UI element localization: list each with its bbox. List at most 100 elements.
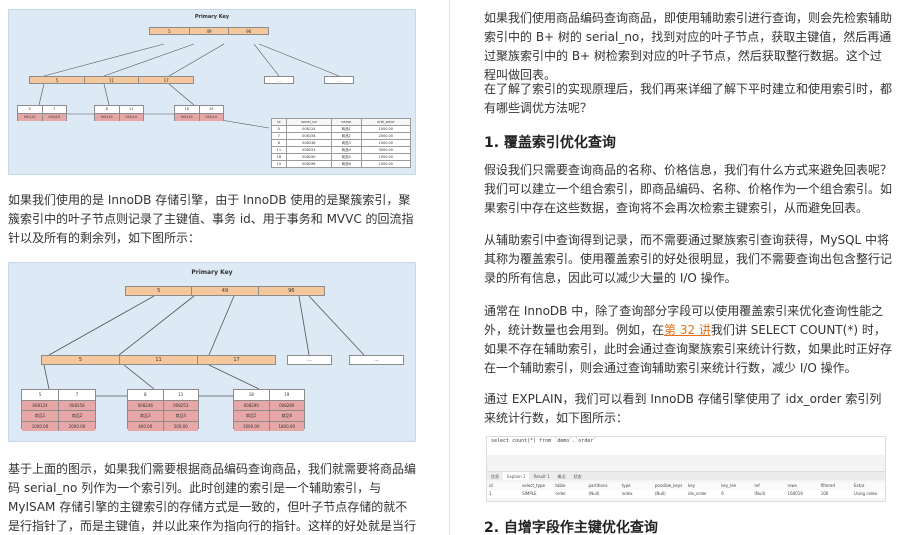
tab-overview[interactable]: 概况 — [557, 474, 566, 479]
right-paragraph-1: 如果我们使用商品编码查询商品，即使用辅助索引进行查询，则会先检索辅助索引中的 B… — [484, 11, 893, 82]
fig2-root-node: 5 49 96 — [125, 286, 325, 296]
explain-screenshot: select count(*) from `demo`.`order` 信息 E… — [486, 436, 886, 502]
leaf-code: 008158 — [58, 400, 95, 410]
tab-info[interactable]: 信息 — [491, 474, 499, 479]
leaf-name: 商品4 — [162, 411, 198, 421]
fig1-root-key: 5 — [168, 28, 171, 34]
leaf-key: 19 — [198, 106, 224, 113]
leaf-code: 00Q1S — [18, 114, 42, 121]
explain-cell: index — [621, 491, 633, 496]
explain-cell: order — [555, 491, 567, 496]
leaf-key: 18 — [248, 392, 254, 397]
table-cell: 商品5 — [330, 153, 362, 161]
tab-result[interactable]: Result 1 — [533, 474, 550, 479]
table-header: name — [330, 118, 362, 126]
table-cell: 008290 — [285, 153, 332, 161]
fig1-l2-ellipsis: ... — [337, 77, 341, 83]
tab-status[interactable]: 状态 — [573, 474, 582, 479]
leaf-code: 008246 — [128, 400, 163, 410]
fig1-l2-key: 17 — [138, 77, 193, 83]
leaf-name: 商品1 — [22, 411, 58, 421]
section-heading-1: 1. 覆盖索引优化查询 — [484, 135, 616, 151]
fig2-root-key: 96 — [257, 287, 324, 295]
leaf-name: 商品3 — [128, 411, 163, 421]
paragraph-5-text-b: 我们讲 SELECT COUNT(*) 时，如果不存在辅助索引，此时会通过查询聚… — [484, 323, 893, 375]
table-cell: 7 — [271, 132, 287, 140]
explain-cell: (Null) — [654, 491, 666, 496]
table-cell: 3000.00 — [360, 146, 412, 154]
explain-header: Extra — [853, 483, 865, 488]
fig2-level2-empty-node: ... — [349, 355, 404, 365]
column-divider — [449, 0, 450, 535]
table-header: serial_no — [285, 118, 332, 126]
explain-header: rows — [787, 483, 797, 488]
table-cell: 11 — [271, 146, 287, 154]
table-header-row: id serial_no name unit_price — [271, 118, 412, 126]
fig2-l2-ellipsis: ... — [374, 357, 379, 363]
leaf-key: 5 — [28, 107, 31, 111]
table-cell: 商品2 — [330, 132, 362, 140]
leaf-code: 008290 — [234, 400, 269, 410]
result-tabs: 信息 Explain 1 Result 1 概况 状态 — [487, 471, 885, 480]
table-cell: 商品1 — [330, 125, 362, 133]
table-cell: 8 — [271, 139, 287, 147]
leaf-key: 7 — [58, 390, 95, 400]
leaf-code: 00Q1S — [198, 114, 223, 121]
fig1-root-key: 49 — [188, 28, 229, 34]
leaf-key: 19 — [268, 390, 305, 400]
explain-header: filtered — [820, 483, 835, 488]
table-cell: 5 — [271, 125, 287, 133]
explain-cell: 160019 — [787, 491, 803, 496]
explain-cell: SIMPLE — [522, 491, 537, 496]
right-paragraph-2: 在了解了索引的实现原理后，我们再来详细了解下平时建立和使用索引时，都有哪些调优方… — [484, 82, 893, 115]
leaf-key: 11 — [162, 390, 199, 400]
table-header: id — [271, 118, 287, 126]
fig1-root-key: 96 — [228, 28, 268, 34]
leaf-key: 8 — [143, 392, 147, 397]
table-cell: 1000.00 — [360, 160, 412, 168]
fig2-root-key: 5 — [157, 288, 161, 294]
explain-header: key — [688, 483, 696, 488]
leaf-key: 18 — [184, 107, 189, 111]
table-cell: 18 — [271, 153, 287, 161]
leaf-code: 008124 — [22, 400, 58, 410]
right-paragraph-6: 通过 EXPLAIN，我们可以看到 InnoDB 存储引擎使用了 idx_ord… — [484, 392, 882, 425]
explain-cell: 100 — [820, 491, 829, 496]
fig1-level2-node: 5 11 17 — [29, 76, 194, 84]
leaf-key: 8 — [105, 107, 108, 111]
fig1-l2-key: 11 — [83, 77, 139, 83]
table-cell: 1000.00 — [360, 153, 412, 161]
leaf-code: 00Q1S — [118, 114, 143, 121]
explain-cell: (Null) — [754, 491, 766, 496]
explain-header: select_type — [522, 483, 545, 488]
lesson-32-link[interactable]: 第 32 讲 — [664, 323, 711, 337]
explain-cell: Using index — [853, 491, 878, 496]
table-cell: 商品4 — [330, 146, 362, 154]
fig2-l2-key: 11 — [119, 356, 197, 364]
leaf-code: 00Q1S — [95, 114, 119, 121]
leaf-name: 商品5 — [234, 411, 269, 421]
leaf-key: 7 — [41, 106, 67, 113]
table-cell: 2000.00 — [360, 132, 412, 140]
fig2-level2-empty-node: ... — [287, 355, 332, 365]
table-row[interactable]: 1 SIMPLE order (Null) index (Null) idx_o… — [487, 490, 885, 498]
leaf-key: 5 — [38, 392, 42, 397]
leaf-code: 00Q1S — [175, 114, 199, 121]
leaf-price: 1000.00 — [22, 421, 58, 431]
table-cell: 19 — [271, 160, 287, 168]
table-cell: 008158 — [285, 132, 332, 140]
explain-header: type — [621, 483, 631, 488]
explain-header-row: id select_type table partitions type pos… — [487, 482, 885, 490]
sql-code-line: select count(*) from `demo`.`order` — [487, 437, 885, 455]
tab-explain[interactable]: Explain 1 — [503, 472, 530, 480]
explain-header: id — [489, 483, 493, 488]
